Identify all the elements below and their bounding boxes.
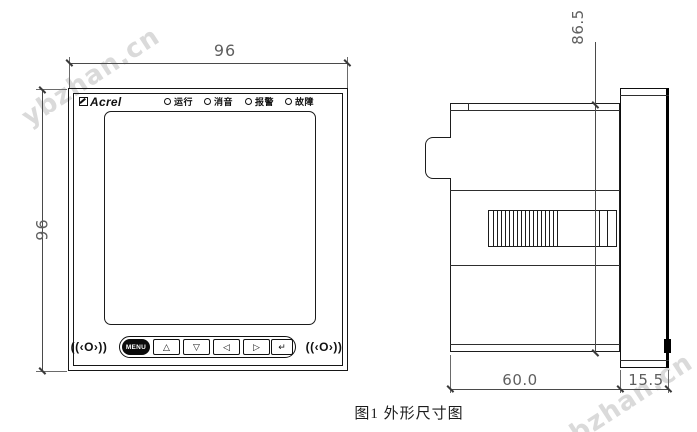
dim-ext-depth-mid	[620, 370, 621, 393]
indicator-mute-label: 消音	[214, 96, 234, 107]
dim-height-value: 96	[32, 218, 52, 241]
acrel-logo-icon	[79, 97, 88, 106]
front-panel-inner-frame	[73, 93, 343, 366]
down-key: ▽	[183, 339, 210, 355]
dim-line-width	[69, 63, 347, 65]
case-upper-section-line	[450, 190, 620, 191]
led-circle-icon	[245, 97, 252, 105]
indicator-fault-label: 故障	[295, 96, 315, 107]
brand-name: Acrel	[90, 94, 122, 109]
dim-ext-height-bottom	[36, 370, 67, 372]
dim-line-body-height	[595, 42, 597, 353]
right-key: ▷	[243, 339, 270, 355]
dim-line-bezel-depth	[620, 389, 669, 391]
enter-key: ↵	[271, 339, 293, 355]
indicator-mute: 消音	[204, 95, 233, 107]
menu-key: MENU	[122, 339, 150, 355]
bezel-top-inner-line	[620, 95, 669, 96]
case-top-step-line	[468, 103, 469, 111]
brand-logo: Acrel	[79, 94, 122, 109]
dim-ext-depth-left	[450, 355, 451, 393]
dim-line-height	[42, 89, 44, 371]
left-key: ◁	[213, 339, 240, 355]
case-bottom-inner-line	[450, 344, 620, 345]
indicator-run-label: 运行	[174, 96, 194, 107]
lcd-screen	[104, 111, 316, 325]
case-lower-section-line	[450, 265, 620, 266]
ventilation-slot	[488, 210, 617, 247]
dim-width-value: 96	[213, 41, 237, 60]
dim-ext-width-right	[346, 57, 348, 88]
up-key: △	[153, 339, 180, 355]
bezel-side-clip	[664, 339, 671, 353]
side-front-bezel	[620, 88, 669, 368]
dim-bezel-depth-value: 15.5	[628, 371, 664, 389]
dim-ext-depth-right	[668, 370, 669, 393]
indicator-run: 运行	[164, 95, 193, 107]
dim-body-depth-value: 60.0	[502, 371, 538, 389]
mounting-clip	[425, 137, 451, 179]
bezel-bottom-inner-line	[620, 360, 669, 361]
figure-caption: 图1 外形尺寸图	[354, 406, 464, 422]
case-top-inner-line	[450, 110, 620, 111]
dim-ext-height-top	[36, 88, 67, 90]
dim-ext-width-left	[69, 57, 70, 88]
indicator-alarm-label: 报警	[255, 96, 275, 107]
slot-hatching	[493, 211, 559, 246]
keypad-outline	[119, 336, 296, 358]
front-panel-outer-frame	[68, 88, 348, 371]
led-circle-icon	[204, 97, 211, 105]
buzzer-symbol-right: ((‹O›))	[305, 340, 343, 354]
led-circle-icon	[285, 97, 292, 105]
indicator-alarm: 报警	[245, 95, 274, 107]
led-circle-icon	[164, 97, 171, 105]
slot-line	[599, 211, 600, 246]
indicator-fault: 故障	[285, 95, 314, 107]
dim-line-body-depth	[450, 389, 620, 391]
slot-line	[607, 211, 608, 246]
buzzer-symbol-left: ((‹O›))	[70, 340, 108, 354]
dim-body-height-value: 86.5	[569, 9, 587, 45]
